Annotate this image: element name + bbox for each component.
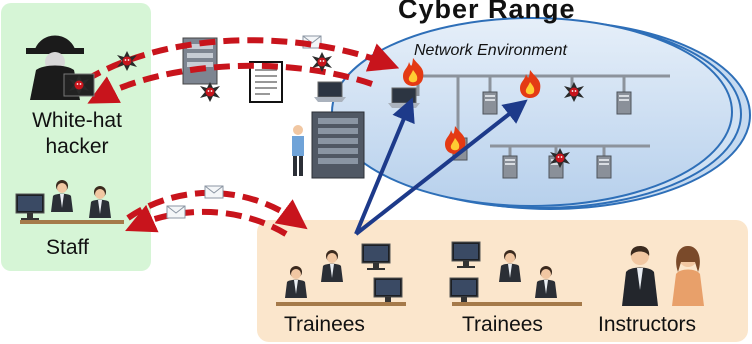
admin-person-icon [292, 125, 304, 176]
staff-people-icon [15, 180, 124, 224]
document-icon [249, 61, 283, 103]
mail-icon [204, 185, 224, 199]
network-server-icon [616, 91, 632, 115]
malware-icon [200, 82, 220, 102]
laptop-icon [388, 87, 420, 108]
staff-arrow-from-trainees [125, 204, 288, 237]
staff-arrow-to-trainees [126, 190, 308, 230]
instructors-icon [622, 246, 704, 306]
instructors-label: Instructors [598, 313, 697, 336]
network-server-icon [502, 155, 518, 179]
white-hat-hacker-label: White-hat hacker [32, 109, 122, 158]
network-server-icon [482, 91, 498, 115]
trainees-left-label: Trainees [284, 313, 365, 336]
attack-laptop-icon [314, 81, 346, 102]
network-server-icon [596, 155, 612, 179]
mail-icon [166, 205, 186, 219]
trainee-arrow-to-laptop [354, 97, 415, 235]
cyber-range-title: Cyber Range [398, 0, 576, 24]
server-rack-icon [311, 111, 365, 179]
attack-arrow-return [87, 62, 373, 104]
network-environment-label: Network Environment [414, 42, 567, 59]
trainee-group-left-icon [276, 243, 406, 306]
trainee-arrow-to-server [354, 99, 528, 236]
network-topology [416, 74, 670, 160]
trainee-group-right-icon [449, 241, 582, 306]
hacker-icon [26, 35, 95, 100]
staff-label: Staff [46, 236, 89, 259]
trainees-right-label: Trainees [462, 313, 543, 336]
